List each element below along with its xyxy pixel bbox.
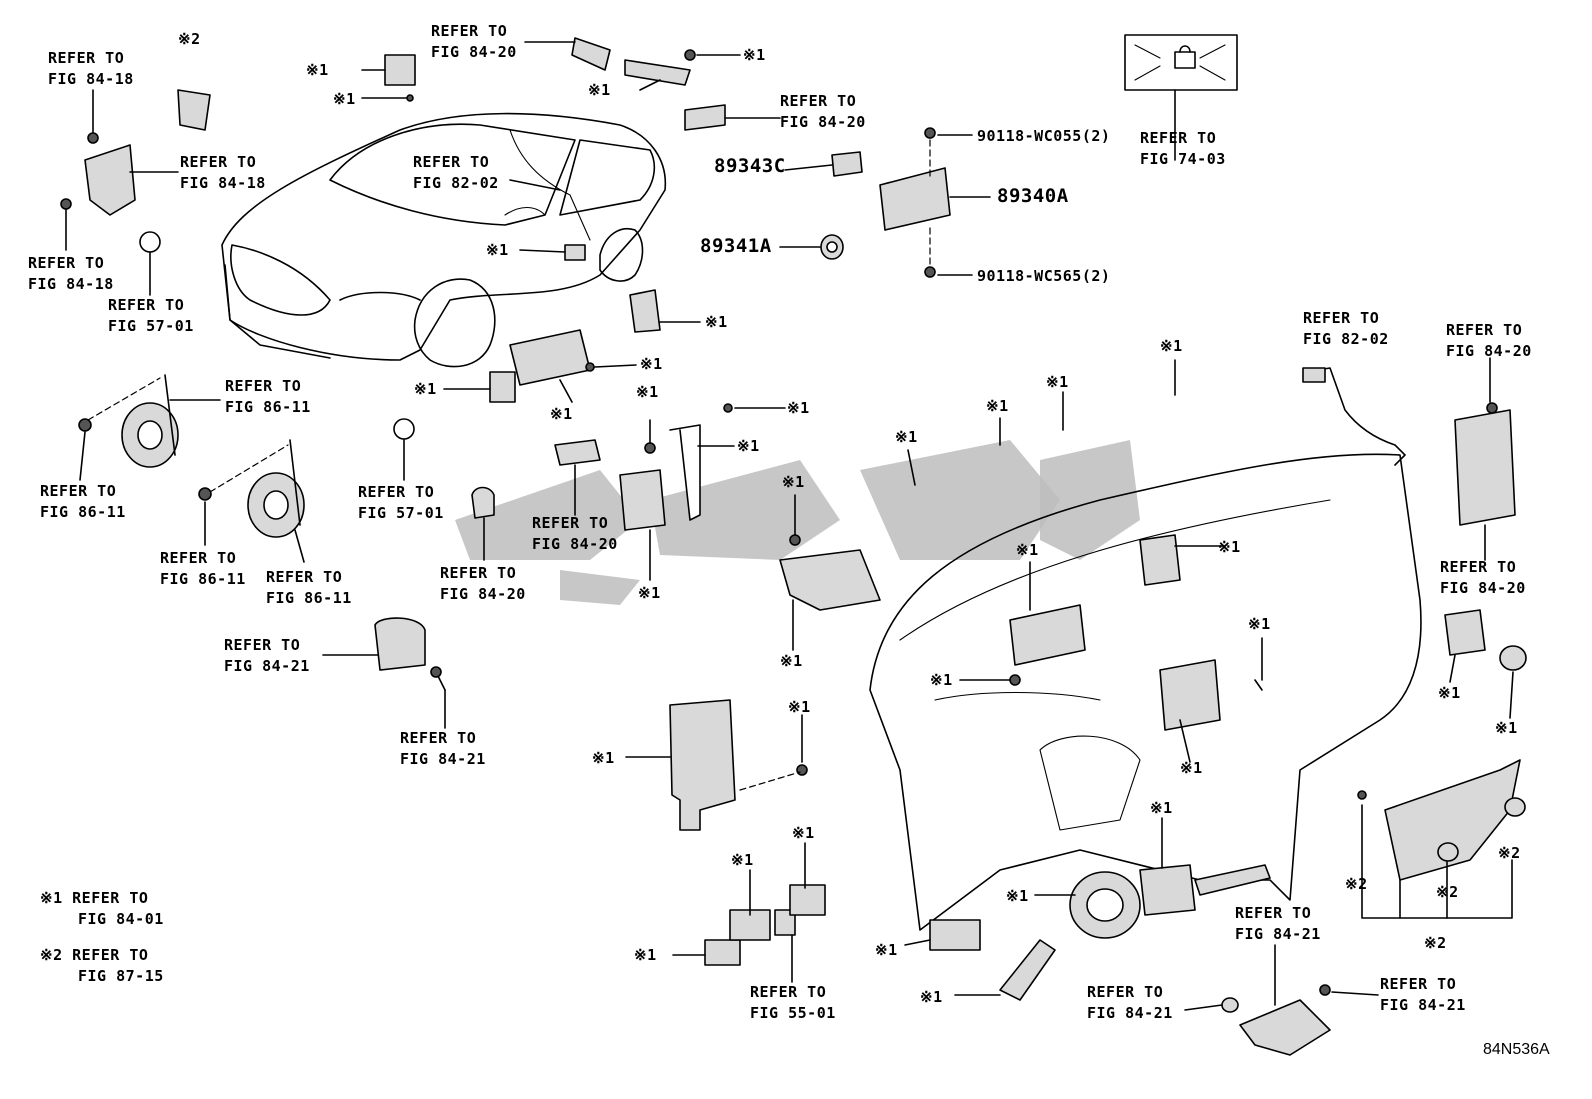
note-mark-1: ※1 — [1218, 538, 1241, 556]
horn-upper — [78, 374, 179, 468]
part-number-89341a: 89341A — [700, 235, 772, 257]
note-mark-1: ※1 — [705, 313, 728, 331]
car-outline — [221, 112, 667, 368]
note-mark-1: ※1 — [640, 355, 663, 373]
note-mark-2: ※2 — [1345, 875, 1368, 893]
part-number-89340a: 89340A — [997, 185, 1069, 207]
note-mark-1: ※1 — [638, 584, 661, 602]
note-mark-1: ※1 — [1248, 615, 1271, 633]
note-mark-1: ※1 — [875, 941, 898, 959]
note-mark-1: ※1 — [1006, 887, 1029, 905]
bolt-number-upper: 90118-WC055(2) — [977, 127, 1111, 145]
bolt-number-lower: 90118-WC565(2) — [977, 267, 1111, 285]
note-mark-2: ※2 — [1424, 934, 1447, 952]
note-mark-1: ※1 — [787, 399, 810, 417]
note-mark-1: ※1 — [737, 437, 760, 455]
note-mark-1: ※1 — [895, 428, 918, 446]
leader-lines — [65, 41, 1514, 1011]
right-side-parts — [1174, 89, 1527, 919]
small-switch-parts — [374, 37, 881, 691]
note-mark-2: ※2 — [1436, 883, 1459, 901]
lower-middle-parts — [669, 699, 1331, 1056]
note-mark-1: ※1 — [986, 397, 1009, 415]
note-mark-1: ※1 — [486, 241, 509, 259]
security-sticker — [1124, 34, 1238, 91]
note-mark-1: ※1 — [588, 81, 611, 99]
note-mark-1: ※1 — [788, 698, 811, 716]
note-mark-1: ※1 — [792, 824, 815, 842]
note-mark-1: ※1 — [731, 851, 754, 869]
note-mark-1: ※1 — [634, 946, 657, 964]
note-mark-2: ※2 — [178, 30, 201, 48]
dashboard-outline — [869, 453, 1422, 931]
note-mark-1: ※1 — [1150, 799, 1173, 817]
part-number-89343c: 89343C — [714, 155, 786, 177]
sensor-89341a — [820, 234, 844, 260]
note-mark-1: ※1 — [550, 405, 573, 423]
note-mark-1: ※1 — [306, 61, 329, 79]
note-mark-1: ※1 — [1160, 337, 1183, 355]
module-89343c — [831, 151, 863, 177]
sensor-bracket-assembly — [60, 89, 415, 440]
note-mark-1: ※1 — [333, 90, 356, 108]
note-mark-1: ※1 — [930, 671, 953, 689]
note-mark-1: ※1 — [592, 749, 615, 767]
note-mark-1: ※1 — [782, 473, 805, 491]
note-mark-2: ※2 — [1498, 844, 1521, 862]
diagram-id: 84N536A — [1483, 1041, 1550, 1058]
note-mark-1: ※1 — [920, 988, 943, 1006]
note-mark-1: ※1 — [1046, 373, 1069, 391]
note-mark-1: ※1 — [1016, 541, 1039, 559]
note-mark-1: ※1 — [780, 652, 803, 670]
note-mark-1: ※1 — [1438, 684, 1461, 702]
note-mark-1: ※1 — [743, 46, 766, 64]
note-mark-1: ※1 — [1495, 719, 1518, 737]
note-mark-1: ※1 — [414, 380, 437, 398]
module-89340a — [879, 127, 951, 278]
horn-lower — [198, 439, 305, 538]
note-mark-1: ※1 — [1180, 759, 1203, 777]
note-mark-1: ※1 — [636, 383, 659, 401]
